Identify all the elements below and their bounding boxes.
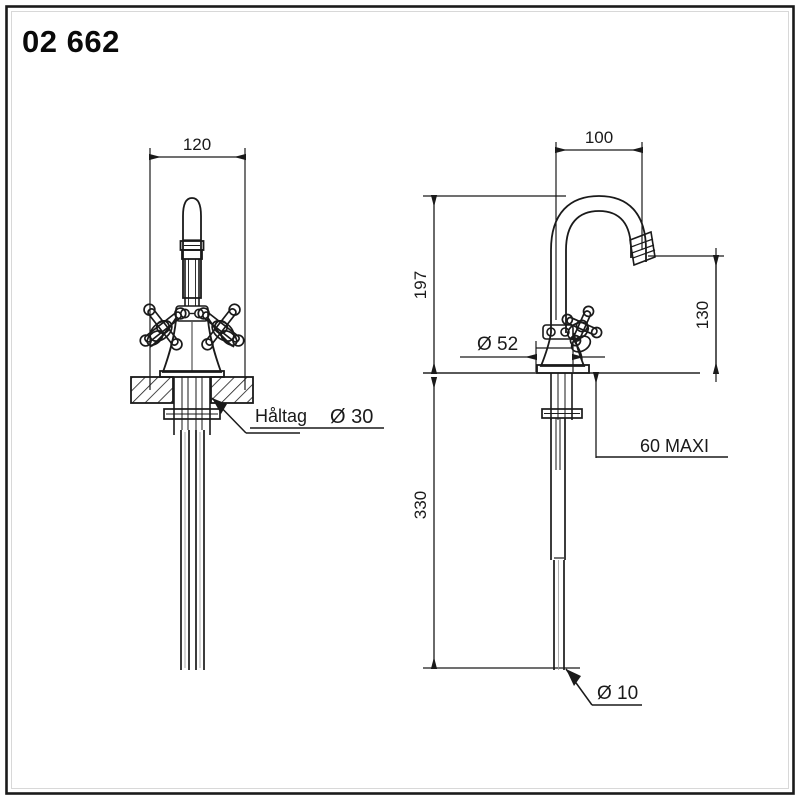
front-spout <box>179 197 205 306</box>
note-haltag: Håltag Ø 30 <box>211 397 384 434</box>
dim-197-label: 197 <box>411 271 430 299</box>
note-60-maxi-label: 60 MAXI <box>640 436 709 456</box>
front-extension-lines <box>149 148 246 390</box>
dim-d10-label: Ø 10 <box>597 683 638 704</box>
dim-120: 120 <box>149 135 246 161</box>
side-view: 100 197 130 330 <box>411 128 728 706</box>
note-hole-diameter-label: Ø 30 <box>330 406 373 428</box>
page-title: 02 662 <box>22 24 120 59</box>
side-body <box>550 320 567 333</box>
front-mounting-nut <box>163 408 221 420</box>
side-body-skirt <box>539 332 586 367</box>
dim-100: 100 <box>555 128 643 154</box>
side-supply-tube <box>550 418 566 670</box>
front-view: 120 <box>130 135 384 670</box>
dim-330: 330 <box>411 377 438 669</box>
side-handle <box>561 305 603 361</box>
front-shank <box>173 377 211 435</box>
front-handle-left <box>139 303 187 351</box>
dim-330-label: 330 <box>411 491 430 519</box>
dim-120-label: 120 <box>183 135 211 154</box>
front-body-skirt <box>161 319 223 373</box>
note-haltag-label: Håltag <box>255 406 307 426</box>
dim-130-label: 130 <box>693 301 712 329</box>
front-deck <box>130 376 254 404</box>
side-base-plate <box>536 364 590 374</box>
side-shank <box>550 373 573 420</box>
dim-100-label: 100 <box>585 128 613 147</box>
sheet-border <box>5 5 795 795</box>
side-spout <box>550 195 647 320</box>
side-aerator <box>629 230 656 267</box>
dim-d10: Ø 10 <box>565 668 642 706</box>
dim-130: 130 <box>693 255 720 374</box>
note-60-maxi: 60 MAXI <box>592 372 728 458</box>
front-handle-right <box>197 303 245 351</box>
dim-197: 197 <box>411 195 438 374</box>
front-base-plate <box>159 370 225 378</box>
front-supply-tubes <box>180 430 205 670</box>
side-mounting-nut <box>541 408 583 419</box>
dim-d52-label: Ø 52 <box>477 334 518 355</box>
